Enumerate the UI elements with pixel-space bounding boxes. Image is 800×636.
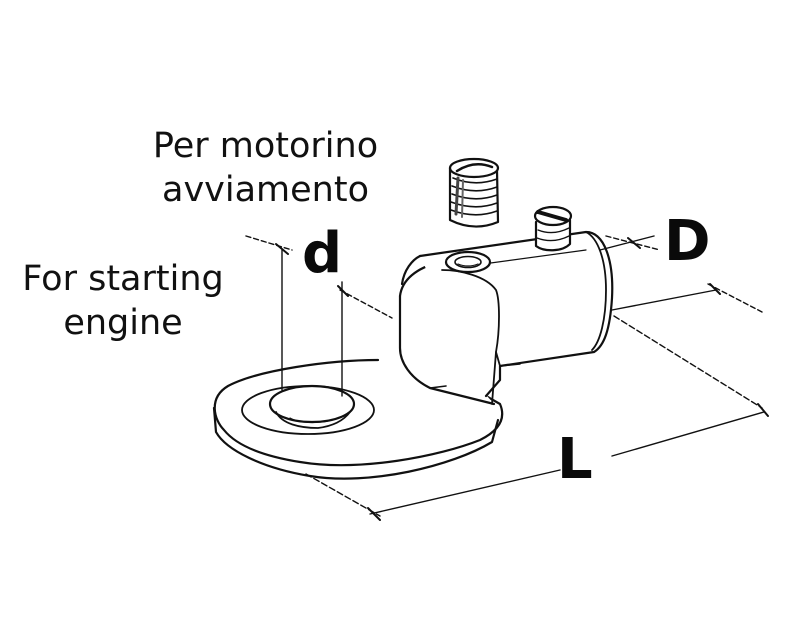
barrel-diameter-label: D — [664, 209, 711, 274]
slotted-screw — [533, 205, 573, 252]
english-caption-line1: For starting — [22, 259, 224, 299]
hole-diameter-label: d — [302, 221, 343, 286]
english-caption-line2: engine — [63, 303, 183, 343]
italian-caption-line2: avviamento — [162, 170, 369, 210]
length-label: L — [557, 427, 593, 492]
dimension-d — [245, 235, 393, 397]
italian-caption: Per motorino avviamento — [128, 124, 403, 212]
dimension-L — [305, 315, 769, 521]
italian-caption-line1: Per motorino — [152, 126, 379, 166]
set-screw — [448, 157, 500, 228]
lug-body — [212, 230, 614, 480]
english-caption: For starting engine — [2, 257, 244, 345]
dimension-D — [599, 235, 763, 313]
